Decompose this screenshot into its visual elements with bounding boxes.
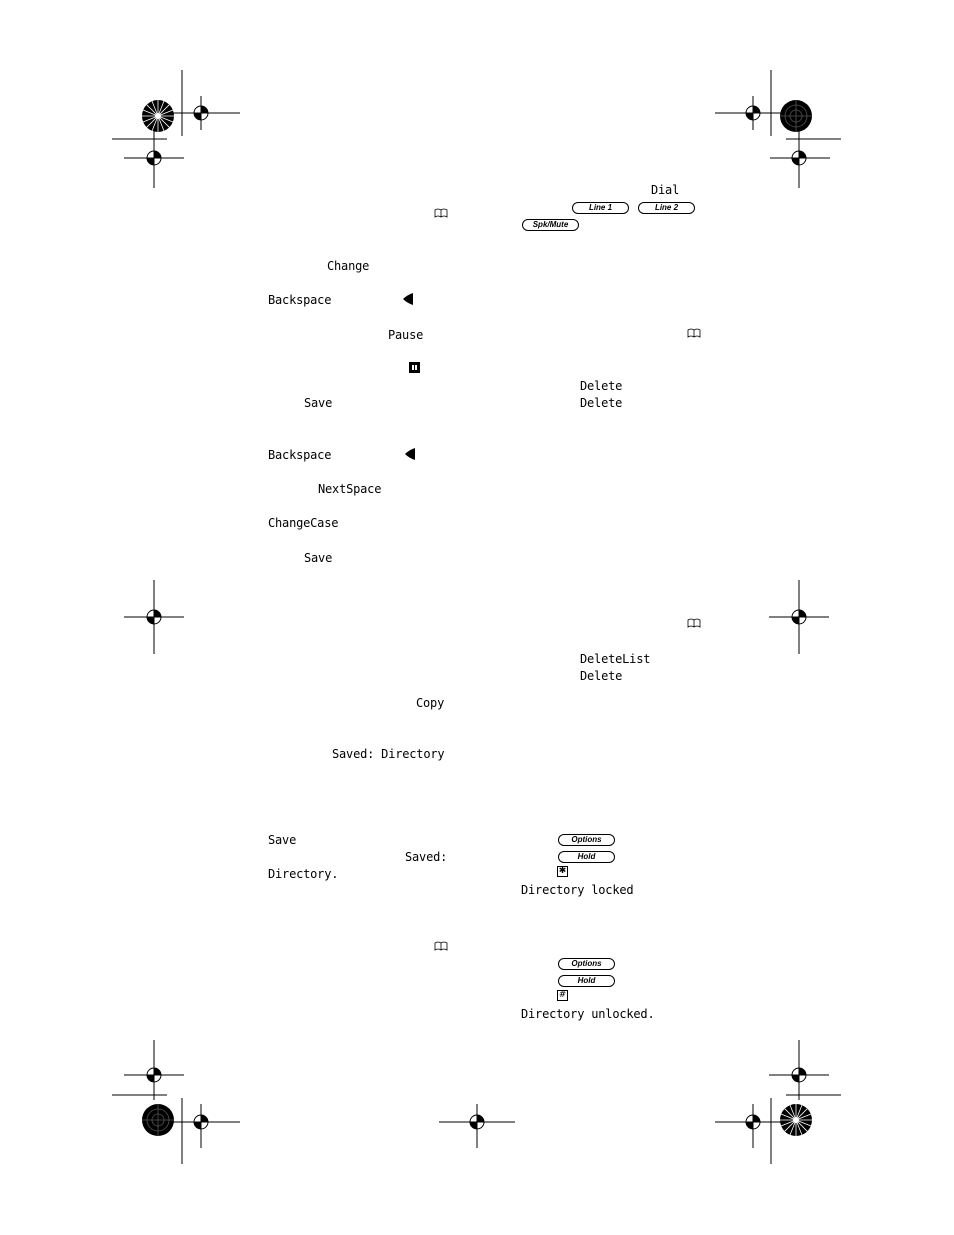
registration-mark-icon: [124, 128, 184, 188]
book-icon: [434, 941, 448, 951]
registration-mark-icon: [715, 96, 791, 130]
delete-label: Delete: [580, 396, 623, 410]
directory-label: Directory.: [268, 867, 339, 881]
left-arrow-icon: [403, 293, 413, 305]
registration-mark-icon: [769, 580, 829, 654]
starburst-target-icon: [780, 100, 812, 132]
registration-mark-icon: [770, 128, 830, 188]
line-1-key: Line 1: [572, 202, 629, 214]
book-icon: [434, 208, 448, 218]
saved-label: Saved:: [405, 850, 448, 864]
registration-mark-icon: [439, 1104, 515, 1148]
registration-mark-icon: [715, 1104, 791, 1148]
change-label: Change: [327, 259, 370, 273]
star-key: ✱: [557, 866, 568, 877]
left-arrow-icon: [405, 448, 415, 460]
hold-key: Hold: [558, 851, 615, 863]
options-key: Options: [558, 958, 615, 970]
directory-locked-label: Directory locked: [521, 883, 634, 897]
registration-mark-icon: [769, 1040, 829, 1100]
delete-label: Delete: [580, 379, 623, 393]
options-key: Options: [558, 834, 615, 846]
registration-mark-icon: [124, 580, 184, 654]
directory-unlocked-label: Directory unlocked.: [521, 1007, 655, 1021]
save-label: Save: [304, 551, 333, 565]
dial-label: Dial: [651, 183, 680, 197]
book-icon: [687, 618, 701, 628]
backspace-label: Backspace: [268, 293, 332, 307]
starburst-target-icon: [142, 100, 174, 132]
book-icon: [687, 328, 701, 338]
line-2-key: Line 2: [638, 202, 695, 214]
backspace-label: Backspace: [268, 448, 332, 462]
save-label: Save: [304, 396, 333, 410]
hold-key: Hold: [558, 975, 615, 987]
registration-mark-icon: [124, 1040, 184, 1100]
spk-mute-key: Spk/Mute: [522, 219, 579, 231]
delete-label: Delete: [580, 669, 623, 683]
pause-label: Pause: [388, 328, 424, 342]
saved-directory-label: Saved: Directory: [332, 747, 445, 761]
save-label: Save: [268, 833, 297, 847]
registration-mark-icon: [164, 1104, 240, 1148]
registration-mark-icon: [164, 96, 240, 130]
deletelist-label: DeleteList: [580, 652, 651, 666]
pause-key-icon: [409, 362, 420, 373]
copy-label: Copy: [416, 696, 445, 710]
starburst-target-icon: [780, 1104, 812, 1136]
changecase-label: ChangeCase: [268, 516, 339, 530]
hash-key: #: [557, 990, 568, 1001]
starburst-target-icon: [142, 1104, 174, 1136]
nextspace-label: NextSpace: [318, 482, 382, 496]
